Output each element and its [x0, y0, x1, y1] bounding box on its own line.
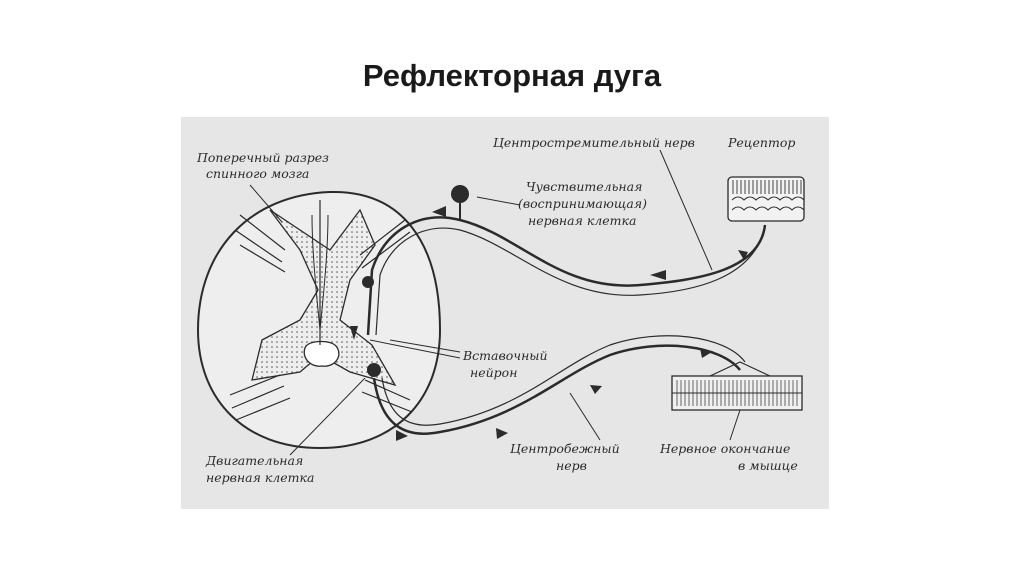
label-interneuron-line1: Вставочный: [462, 348, 548, 363]
label-sensory-cell-line3: нервная клетка: [528, 213, 636, 228]
label-cross-section-line2: спинного мозга: [206, 166, 309, 181]
muscle-tissue: [671, 361, 803, 441]
motor-neuron-body: [367, 363, 381, 377]
slide-title: Рефлекторная дуга: [362, 58, 662, 93]
label-sensory-cell-line1: Чувствительная: [526, 179, 642, 194]
label-sensory-cell-line2: (воспринимающая): [518, 196, 647, 211]
label-efferent-nerve-line2: нерв: [556, 458, 587, 473]
spinal-cord-cross-section: [196, 190, 442, 450]
label-receptor: Рецептор: [727, 135, 795, 150]
afferent-nerve-path: [366, 216, 767, 336]
interneuron-body: [362, 276, 374, 288]
signal-arrows: [350, 206, 748, 441]
label-nerve-ending-line1: Нервное окончание: [659, 441, 790, 456]
label-nerve-ending-line2: в мышце: [738, 458, 798, 473]
efferent-nerve-path: [372, 344, 741, 435]
label-motor-cell-line2: нервная клетка: [206, 470, 314, 485]
label-efferent-nerve-line1: Центробежный: [510, 441, 620, 456]
label-motor-cell-line1: Двигательная: [205, 453, 303, 468]
label-cross-section-line1: Поперечный разрез: [196, 150, 329, 165]
sensory-neuron-body: [451, 185, 469, 203]
label-afferent-nerve: Центростремительный нерв: [493, 135, 695, 150]
label-interneuron-line2: нейрон: [470, 365, 517, 380]
receptor-tissue: [727, 176, 805, 222]
